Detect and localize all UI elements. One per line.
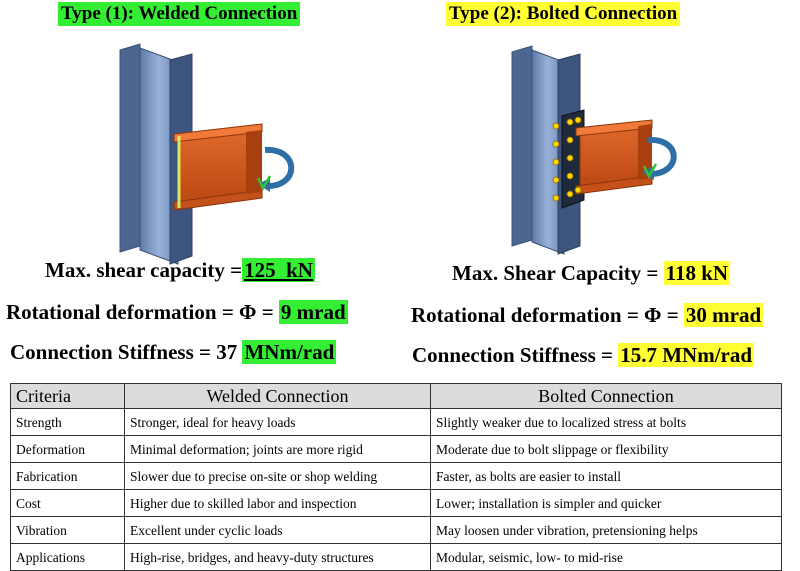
criteria-cell: Cost <box>10 489 125 517</box>
welded-connection-illustration <box>119 43 295 265</box>
welded-shear-capacity: Max. shear capacity =125 kN <box>45 257 315 283</box>
bolted-shear-label: Max. Shear Capacity = <box>452 261 659 285</box>
bolted-connection-illustration <box>511 45 677 255</box>
bolted-cell: Modular, seismic, low- to mid-rise <box>430 543 782 571</box>
moment-arrow-icon <box>264 146 295 190</box>
criteria-cell: Fabrication <box>10 462 125 490</box>
criteria-cell: Vibration <box>10 516 125 544</box>
welded-shear-value: 125 kN <box>242 258 315 282</box>
table-row: Applications High-rise, bridges, and hea… <box>10 543 782 571</box>
welded-cell: Higher due to skilled labor and inspecti… <box>124 489 431 517</box>
table-row: Fabrication Slower due to precise on-sit… <box>10 462 782 490</box>
column-back-flange <box>511 45 533 247</box>
beam-bottom-flange <box>173 189 263 211</box>
welded-shear-label: Max. shear capacity = <box>45 258 243 282</box>
welded-stiffness-label: Connection Stiffness = 37 <box>10 340 238 364</box>
header-bolted: Bolted Connection <box>430 383 782 409</box>
moment-arrow-icon <box>647 136 677 177</box>
bolted-title: Type (2): Bolted Connection <box>446 2 681 26</box>
table-row: Vibration Excellent under cyclic loads M… <box>10 516 782 544</box>
comparison-table: Criteria Welded Connection Bolted Connec… <box>10 383 782 571</box>
bolted-rotation-label: Rotational deformation = Φ = <box>411 303 679 327</box>
bolted-cell: Faster, as bolts are easier to install <box>430 462 782 490</box>
bolted-cell: Slightly weaker due to localized stress … <box>430 408 782 436</box>
welded-cell: Excellent under cyclic loads <box>124 516 431 544</box>
table-header-row: Criteria Welded Connection Bolted Connec… <box>10 383 782 409</box>
criteria-cell: Strength <box>10 408 125 436</box>
welded-stiffness-value: MNm/rad <box>242 340 337 364</box>
welded-title: Type (1): Welded Connection <box>58 2 301 26</box>
bolted-cell: Moderate due to bolt slippage or flexibi… <box>430 435 782 463</box>
bolted-rotation-value: 30 mrad <box>683 303 764 327</box>
welded-cell: Stronger, ideal for heavy loads <box>124 408 431 436</box>
header-criteria: Criteria <box>10 383 125 409</box>
bolted-shear-value: 118 kN <box>663 261 731 285</box>
header-welded: Welded Connection <box>124 383 431 409</box>
welded-cell: Slower due to precise on-site or shop we… <box>124 462 431 490</box>
bolted-rotational-deformation: Rotational deformation = Φ = 30 mrad <box>411 302 764 328</box>
bolt-icon <box>552 116 582 202</box>
welded-rotation-label: Rotational deformation = Φ = <box>6 300 274 324</box>
table-row: Deformation Minimal deformation; joints … <box>10 435 782 463</box>
bolted-connection-stiffness: Connection Stiffness = 15.7 MNm/rad <box>412 342 755 368</box>
welded-cell: High-rise, bridges, and heavy-duty struc… <box>124 543 431 571</box>
bolted-shear-capacity: Max. Shear Capacity = 118 kN <box>452 260 731 286</box>
welded-cell: Minimal deformation; joints are more rig… <box>124 435 431 463</box>
bolted-stiffness-value: 15.7 MNm/rad <box>618 343 755 367</box>
welded-rotational-deformation: Rotational deformation = Φ = 9 mrad <box>6 299 348 325</box>
table-row: Cost Higher due to skilled labor and ins… <box>10 489 782 517</box>
bolted-cell: Lower; installation is simpler and quick… <box>430 489 782 517</box>
column-web <box>531 49 565 255</box>
welded-connection-stiffness: Connection Stiffness = 37 MNm/rad <box>10 339 337 365</box>
criteria-cell: Applications <box>10 543 125 571</box>
table-row: Strength Stronger, ideal for heavy loads… <box>10 408 782 436</box>
column-web <box>139 47 179 265</box>
criteria-cell: Deformation <box>10 435 125 463</box>
column-back-flange <box>119 43 141 253</box>
bolted-stiffness-label: Connection Stiffness = <box>412 343 613 367</box>
bolted-cell: May loosen under vibration, pretensionin… <box>430 516 782 544</box>
welded-rotation-value: 9 mrad <box>278 300 348 324</box>
